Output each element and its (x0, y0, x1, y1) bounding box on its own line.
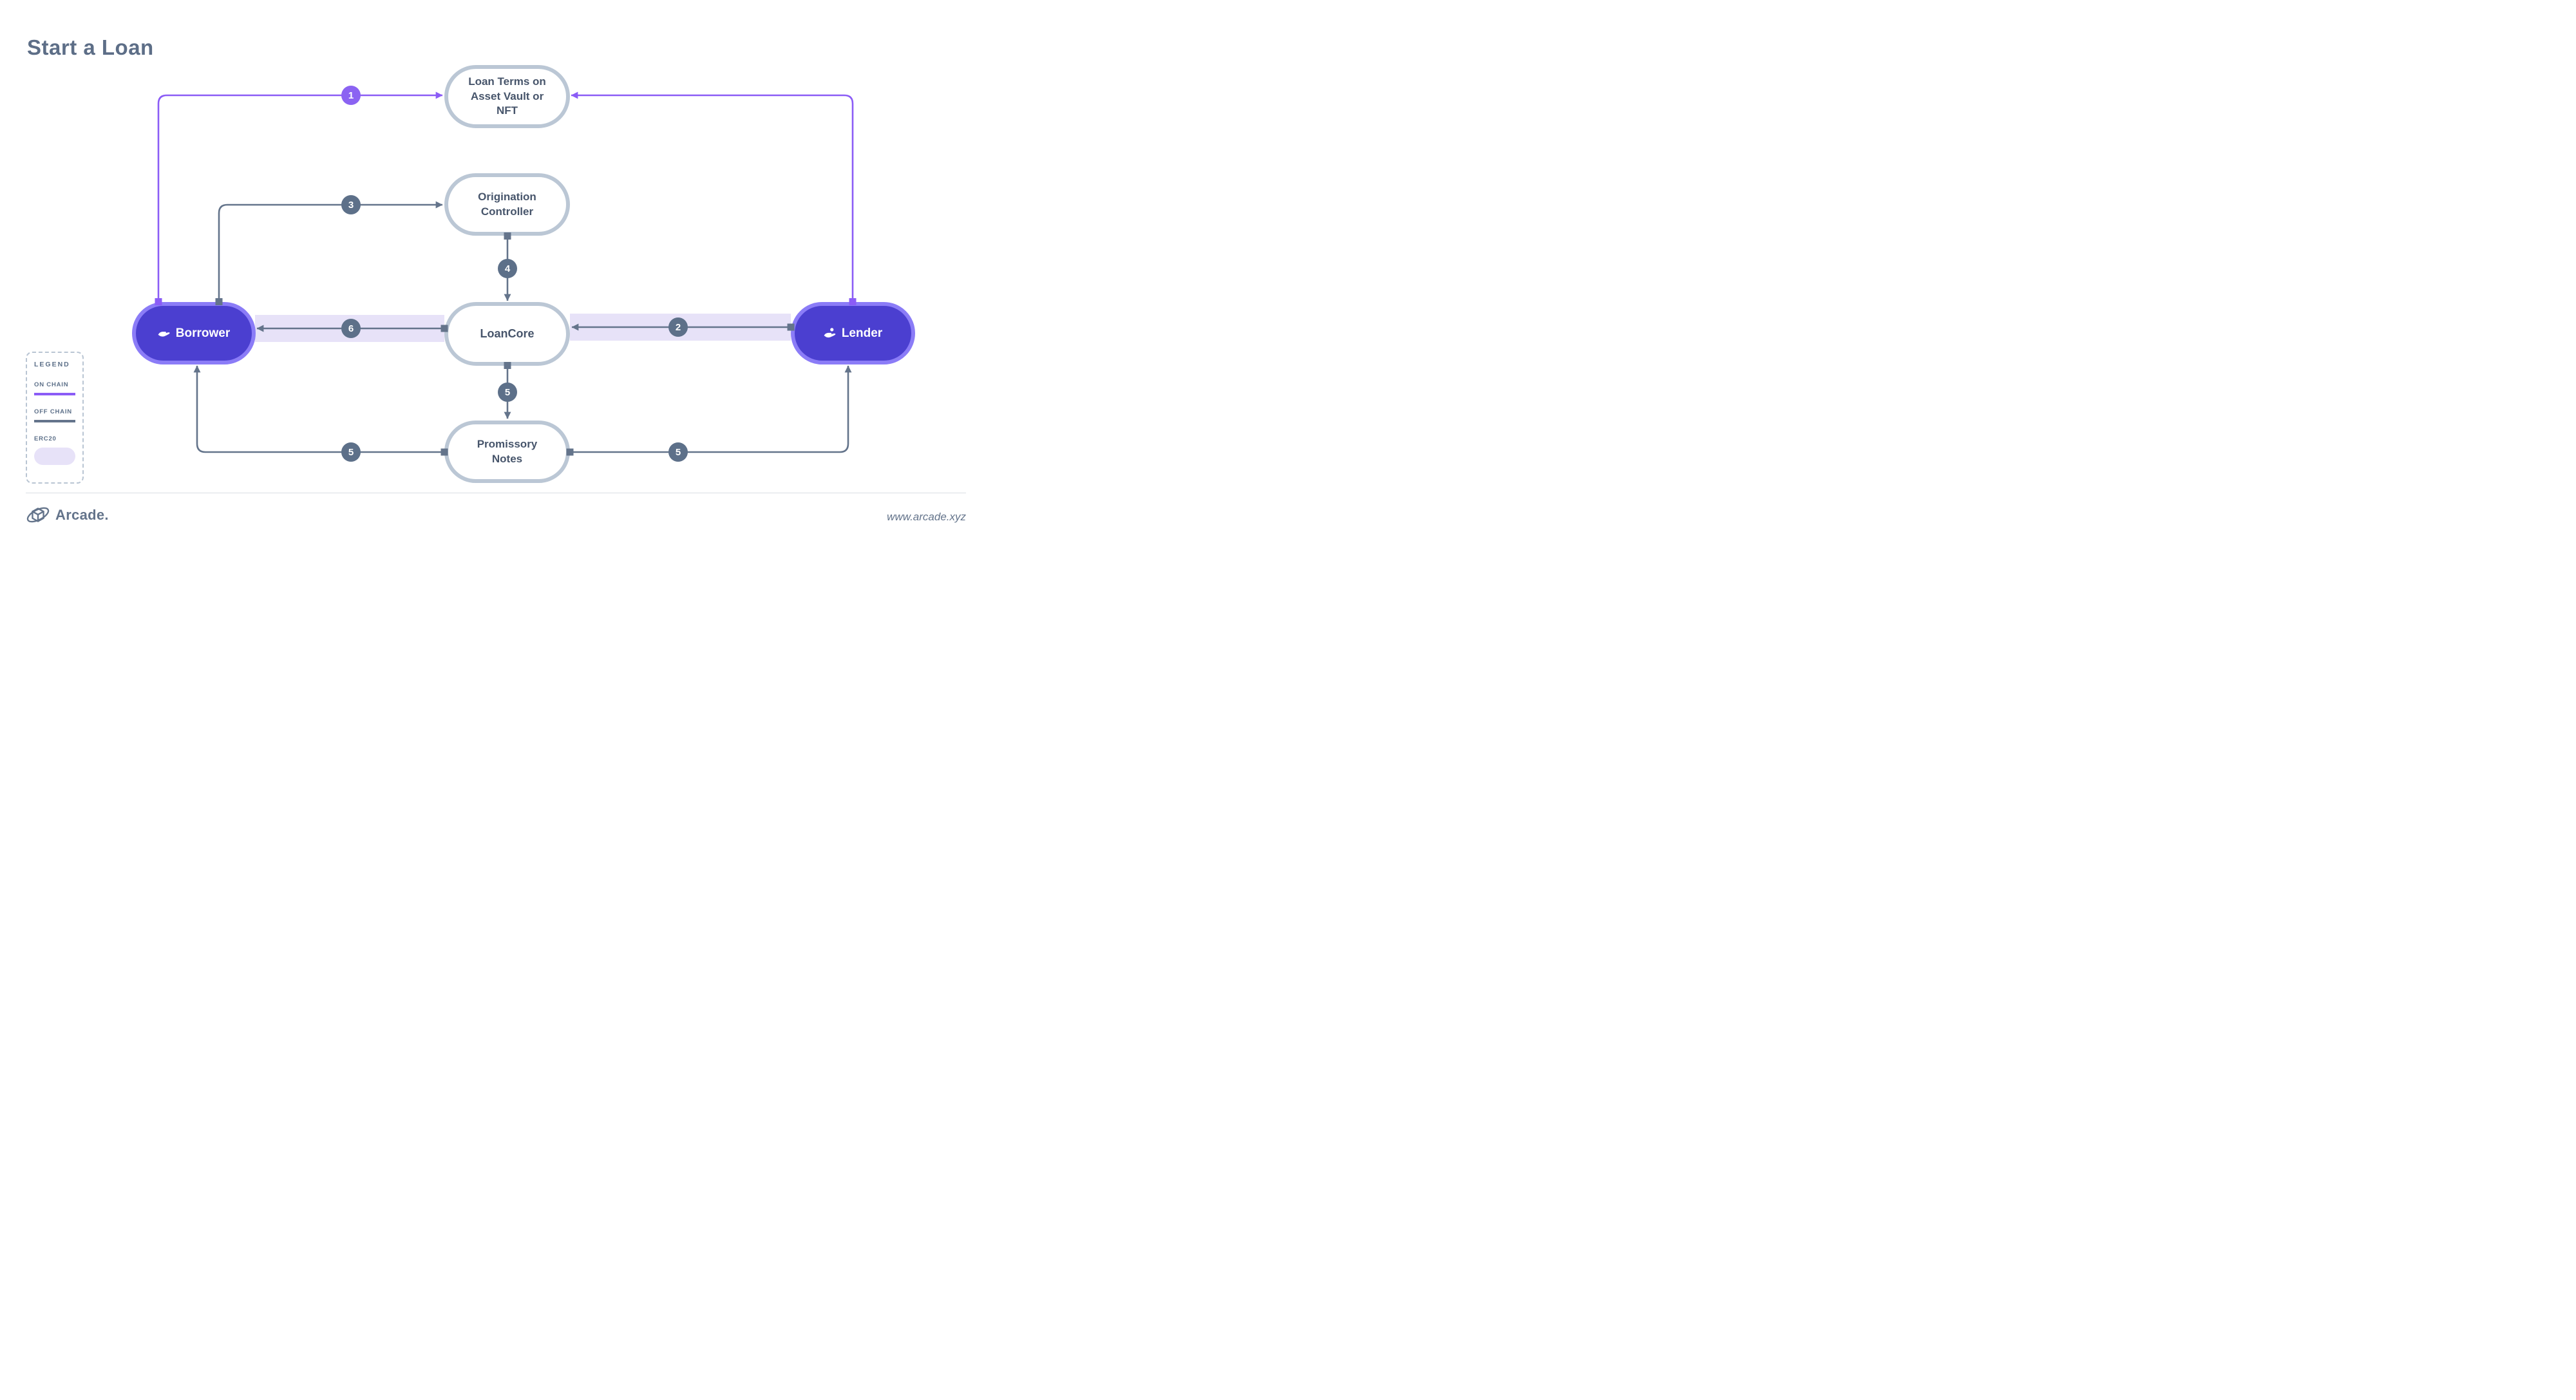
step-badge-1: 1 (341, 86, 361, 105)
node-loan-terms-label: Loan Terms on Asset Vault or NFT (468, 75, 546, 117)
legend-erc20-swatch (34, 448, 75, 465)
step-badge-5-loancore: 5 (498, 383, 517, 402)
hand-holding-icon (158, 327, 170, 339)
connector-borrower-to-origination (218, 201, 443, 303)
step-badge-6: 6 (341, 319, 361, 338)
node-lender: Lender (791, 302, 915, 364)
connector-promissory-to-lender (570, 365, 852, 453)
node-borrower: Borrower (132, 302, 256, 364)
page-title: Start a Loan (27, 35, 154, 59)
step-badge-5-borrower: 5 (341, 442, 361, 462)
node-origination-controller-label: Origination Controller (478, 191, 536, 218)
connector-borrower-to-loan-terms (157, 91, 443, 303)
diagram-canvas: Start a Loan Loan Terms on Asset Vault o… (0, 0, 992, 539)
legend-off-chain-swatch (34, 420, 75, 422)
legend-erc20-label: ERC20 (34, 435, 57, 442)
node-loancore-label: LoanCore (480, 326, 535, 340)
legend-off-chain-label: OFF CHAIN (34, 408, 72, 415)
connector-lender-to-loan-terms (571, 91, 854, 303)
node-promissory-notes: Promissory Notes (444, 421, 570, 483)
node-origination-controller: Origination Controller (444, 173, 570, 236)
arcade-logo-icon (26, 503, 50, 527)
node-loan-terms: Loan Terms on Asset Vault or NFT (444, 65, 570, 128)
footer-url[interactable]: www.arcade.xyz (887, 511, 966, 523)
step-badge-5-lender: 5 (668, 442, 688, 462)
node-loancore: LoanCore (444, 302, 570, 366)
node-borrower-label: Borrower (175, 326, 231, 340)
node-promissory-notes-label: Promissory Notes (477, 438, 538, 465)
step-badge-4: 4 (498, 259, 517, 278)
node-lender-label: Lender (841, 326, 883, 340)
hand-holding-user-icon (824, 327, 836, 339)
legend-box: LEGEND ON CHAIN OFF CHAIN ERC20 (26, 352, 84, 484)
legend-title: LEGEND (34, 361, 70, 368)
footer-brand-text: Arcade. (55, 507, 109, 523)
footer-brand: Arcade. (26, 503, 109, 527)
connector-promissory-to-borrower (193, 365, 444, 453)
legend-on-chain-swatch (34, 393, 75, 395)
step-badge-3: 3 (341, 195, 361, 214)
legend-on-chain-label: ON CHAIN (34, 381, 69, 388)
step-badge-2: 2 (668, 317, 688, 337)
